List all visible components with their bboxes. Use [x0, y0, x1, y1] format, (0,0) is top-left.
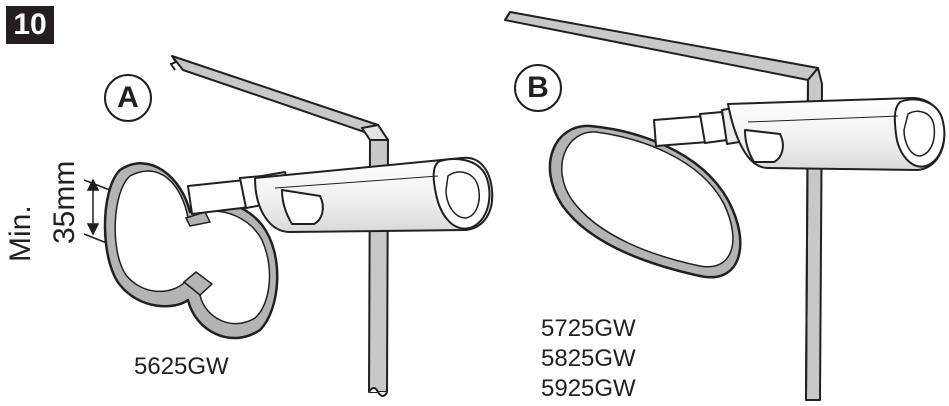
dimension-min-label: Min. — [4, 205, 37, 262]
light-fixture-a — [187, 156, 494, 233]
model-number-b-2: 5825GW — [541, 345, 636, 372]
model-number-a: 5625GW — [134, 353, 229, 380]
model-number-b-3: 5925GW — [541, 375, 636, 402]
step-number-badge: 10 — [6, 6, 54, 44]
light-fixture-b — [653, 97, 946, 171]
cutout-a — [103, 162, 279, 340]
cutout-b — [548, 124, 742, 279]
panel-label-b: B — [514, 64, 562, 112]
panel-label-a: A — [104, 74, 152, 122]
model-number-b-1: 5725GW — [541, 315, 636, 342]
dimension-value-label: 35mm — [48, 160, 81, 244]
